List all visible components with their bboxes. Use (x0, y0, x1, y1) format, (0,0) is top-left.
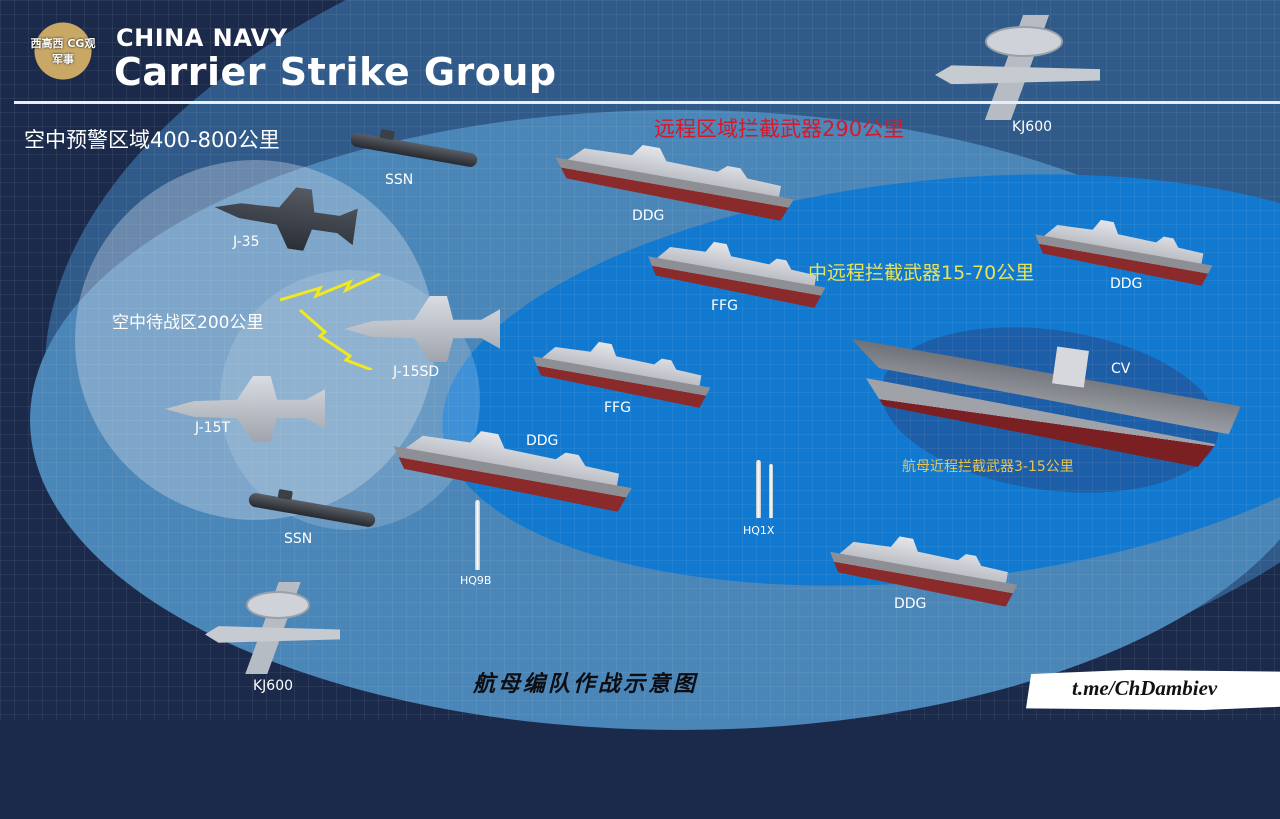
hq1x-missile-icon (756, 460, 761, 518)
watermark-badge: t.me/ChDambiev (1026, 670, 1280, 710)
j15t-label: J-15T (195, 420, 231, 436)
ssn-top-label: SSN (385, 172, 414, 188)
logo-text: 西高西 CG观军事 (30, 37, 96, 66)
header-divider (14, 101, 1280, 104)
j35-label: J-35 (233, 234, 260, 250)
ddg-center-label: DDG (526, 433, 559, 449)
early-warning-zone-label: 空中预警区域400-800公里 (24, 128, 280, 152)
ddg-top-label: DDG (632, 208, 665, 224)
air-standby-zone-label: 空中待战区200公里 (112, 313, 264, 333)
diagram-caption: 航母编队作战示意图 (473, 672, 699, 697)
channel-logo: 西高西 CG观军事 (22, 20, 104, 82)
hq9b-label: HQ9B (460, 574, 492, 587)
kj600-top-label: KJ600 (1012, 119, 1053, 135)
ddg-bottom-label: DDG (894, 596, 927, 612)
ssn-bottom-label: SSN (284, 531, 313, 547)
kj600-aircraft-icon (205, 582, 340, 674)
kj600-bottom-label: KJ600 (253, 678, 294, 694)
jamming-signal-icon (280, 272, 381, 370)
long-range-zone-label: 远程区域拦截武器290公里 (654, 117, 905, 141)
title-line1: CHINA NAVY (116, 24, 288, 52)
ffg-center-label: FFG (604, 400, 631, 416)
hq9b-missile-icon (475, 500, 480, 570)
ddg-right-label: DDG (1110, 276, 1143, 292)
watermark-text: t.me/ChDambiev (1072, 676, 1218, 700)
hq1x-label: HQ1X (743, 524, 775, 537)
ffg-top-label: FFG (711, 298, 738, 314)
page-title: Carrier Strike Group (114, 50, 557, 94)
cv-label: CV (1111, 361, 1131, 377)
medium-range-zone-label: 中远程拦截武器15-70公里 (808, 262, 1035, 284)
j15sd-label: J-15SD (393, 364, 440, 380)
hq1x-missile-icon (769, 464, 773, 518)
kj600-aircraft-icon (935, 15, 1100, 120)
carrier-close-zone-label: 航母近程拦截武器3-15公里 (902, 459, 1074, 475)
